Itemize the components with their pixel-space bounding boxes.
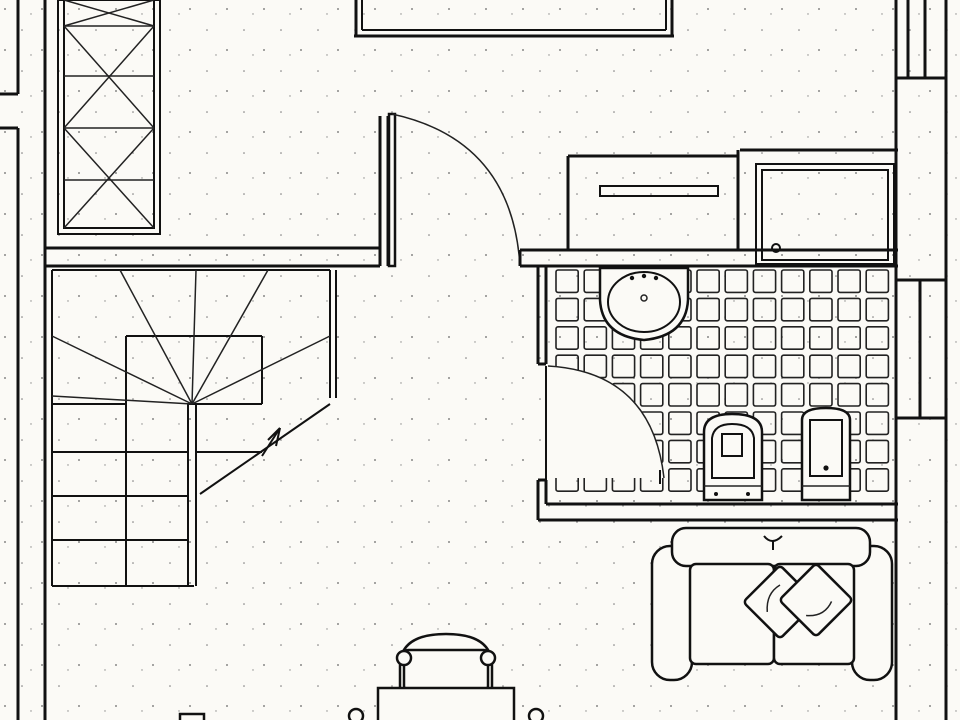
floor-tile bbox=[696, 325, 721, 350]
floor-tile bbox=[752, 269, 777, 294]
sofa bbox=[650, 526, 894, 682]
floor-tile bbox=[808, 382, 833, 407]
floor-tile bbox=[837, 382, 862, 407]
floor-tile bbox=[865, 297, 890, 322]
floor-tile bbox=[667, 439, 692, 464]
bathroom-door bbox=[545, 365, 665, 484]
floor-tile bbox=[780, 382, 805, 407]
floor-tile bbox=[724, 269, 749, 294]
washbasin bbox=[598, 266, 690, 342]
floor-tile bbox=[837, 269, 862, 294]
floor-tile bbox=[555, 325, 580, 350]
floor-tile bbox=[865, 439, 890, 464]
floor-tile bbox=[752, 354, 777, 379]
floor-tile bbox=[696, 297, 721, 322]
floor-tile bbox=[667, 411, 692, 436]
floor-tile bbox=[555, 269, 580, 294]
floor-tile bbox=[808, 354, 833, 379]
floor-tile bbox=[583, 325, 608, 350]
floor-tile bbox=[808, 297, 833, 322]
floor-tile bbox=[808, 269, 833, 294]
floor-tile bbox=[639, 354, 664, 379]
right-exterior-wall bbox=[894, 0, 948, 720]
floor-tile bbox=[865, 325, 890, 350]
shelf-cabinet bbox=[566, 150, 740, 250]
floor-tile bbox=[667, 325, 692, 350]
floor-tile bbox=[865, 411, 890, 436]
floor-tile bbox=[724, 297, 749, 322]
entry-door bbox=[387, 112, 521, 268]
staircase bbox=[51, 269, 337, 587]
floor-tile bbox=[667, 467, 692, 492]
floor-tile bbox=[865, 354, 890, 379]
floor-tile bbox=[696, 269, 721, 294]
floor-tile bbox=[724, 354, 749, 379]
floor-tile bbox=[752, 297, 777, 322]
floor-tile bbox=[611, 354, 636, 379]
top-counter bbox=[354, 0, 674, 38]
floor-tile bbox=[555, 297, 580, 322]
floor-tile bbox=[667, 354, 692, 379]
floor-tile bbox=[780, 325, 805, 350]
toilet bbox=[702, 412, 764, 502]
floor-tile bbox=[724, 325, 749, 350]
shower-tray bbox=[740, 148, 898, 265]
floor-tile bbox=[752, 325, 777, 350]
floor-tile bbox=[837, 297, 862, 322]
bidet bbox=[800, 406, 852, 502]
floor-tile bbox=[752, 382, 777, 407]
floor-tile bbox=[837, 325, 862, 350]
floor-tile bbox=[639, 382, 664, 407]
floor-tile bbox=[865, 467, 890, 492]
floor-tile bbox=[780, 297, 805, 322]
left-exterior-wall bbox=[0, 0, 47, 720]
dining-set bbox=[347, 632, 545, 720]
floor-tile bbox=[865, 382, 890, 407]
floor-tile bbox=[865, 269, 890, 294]
floor-tile bbox=[837, 354, 862, 379]
bathroom-walls bbox=[518, 248, 898, 522]
floor-tile bbox=[780, 354, 805, 379]
floor-tile bbox=[696, 354, 721, 379]
floor-tile bbox=[696, 382, 721, 407]
floor-tile bbox=[667, 382, 692, 407]
floor-tile bbox=[808, 325, 833, 350]
floor-tile bbox=[724, 382, 749, 407]
bottom-wall-fragment bbox=[178, 712, 206, 720]
floor-tile bbox=[780, 269, 805, 294]
